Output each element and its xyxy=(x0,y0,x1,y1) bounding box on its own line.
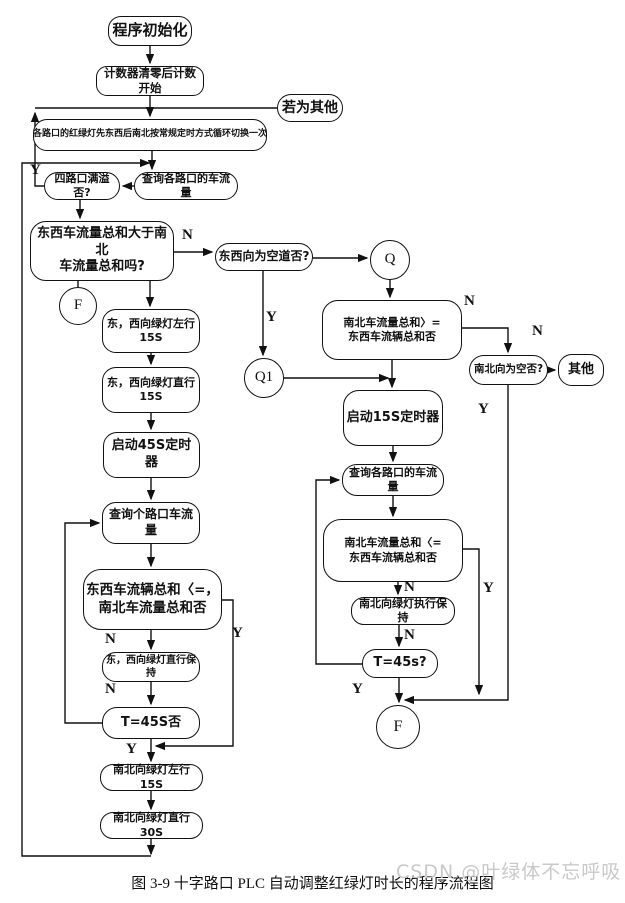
node-normal-cycle: 各路口的红绿灯先东西后南北按常规定时方式循环切换一次 xyxy=(33,119,267,151)
node-ew-gt-ns-decision: 东西车流量总和大于南北 车流量总和吗? xyxy=(30,221,174,281)
edge-label-t45l-yes: Y xyxy=(126,741,137,757)
node-t45s-left-decision: T=45S否 xyxy=(102,707,200,739)
edge-label-nsle-yes: Y xyxy=(483,580,494,596)
node-ew-green-straight-15s: 东，西向绿灯直行15S xyxy=(102,367,200,413)
node-query-all-flow-right: 查询各路口的车流量 xyxy=(342,464,444,496)
csdn-watermark: CSDN @叶绿体不忘呼吸 xyxy=(396,861,622,883)
figure-caption: 图 3-9 十字路口 PLC 自动调整红绿灯时长的程序流程图 xyxy=(131,876,494,892)
node-counter-reset: 计数器清零后计数开始 xyxy=(96,66,204,96)
edge-label-nsle-no: N xyxy=(404,579,415,595)
edge-label-ewle-yes: Y xyxy=(232,625,243,641)
node-start-15s-timer: 启动15S定时器 xyxy=(343,390,443,446)
edge-label-ewhold-no: N xyxy=(105,681,116,697)
node-ew-green-hold: 东，西向绿灯直行保持 xyxy=(102,652,200,682)
edge-label-nshold-no: N xyxy=(404,627,415,643)
node-query-all-flow-top: 查询各路口的车流量 xyxy=(134,172,238,200)
edge-label-t45r-yes: Y xyxy=(352,681,363,697)
edge-label-overflow-yes: Y xyxy=(30,162,41,178)
node-overflow-decision: 四路口满溢否? xyxy=(44,172,120,200)
edge-label-nsempty-yes: Y xyxy=(478,401,489,417)
node-ns-ge-ew-decision: 南北车流量总和〉= 东西车流辆总和否 xyxy=(322,300,462,360)
node-ew-green-left-15s: 东，西向绿灯左行15S xyxy=(102,309,200,353)
node-other: 其他 xyxy=(558,354,604,386)
node-program-init: 程序初始化 xyxy=(108,16,192,46)
edge-label-ewgt-no: N xyxy=(182,227,193,243)
edge-label-ewempty-yes: Y xyxy=(266,309,277,325)
node-ew-le-ns-decision: 东西车流辆总和〈=， 南北车流量总和否 xyxy=(83,569,222,630)
node-query-each-flow: 查询个路口车流量 xyxy=(102,502,200,544)
node-ns-green-straight-30s: 南北向绿灯直行30S xyxy=(100,811,203,839)
edge-label-ewle-no: N xyxy=(105,631,116,647)
node-ew-empty-decision: 东西向为空道否? xyxy=(215,243,313,271)
connector-q: Q xyxy=(370,240,410,280)
connector-f-left: F xyxy=(59,287,97,325)
node-if-other: 若为其他 xyxy=(277,94,343,122)
connector-f-right: F xyxy=(376,705,420,749)
node-start-45s-timer: 启动45S定时器 xyxy=(103,432,200,478)
connector-q1: Q1 xyxy=(244,358,284,398)
node-ns-le-ew-decision: 南北车流量总和〈= 东西车流辆总和否 xyxy=(323,519,463,582)
edge-label-nsge-no: N xyxy=(464,293,475,309)
node-t45s-right-decision: T=45s? xyxy=(362,649,438,678)
node-ns-empty-decision: 南北向为空否? xyxy=(469,355,548,385)
node-ns-green-left-15s: 南北向绿灯左行15S xyxy=(100,763,203,791)
node-ns-green-hold: 南北向绿灯执行保持 xyxy=(351,597,455,625)
edge-label-nsempty-no: N xyxy=(532,323,543,339)
